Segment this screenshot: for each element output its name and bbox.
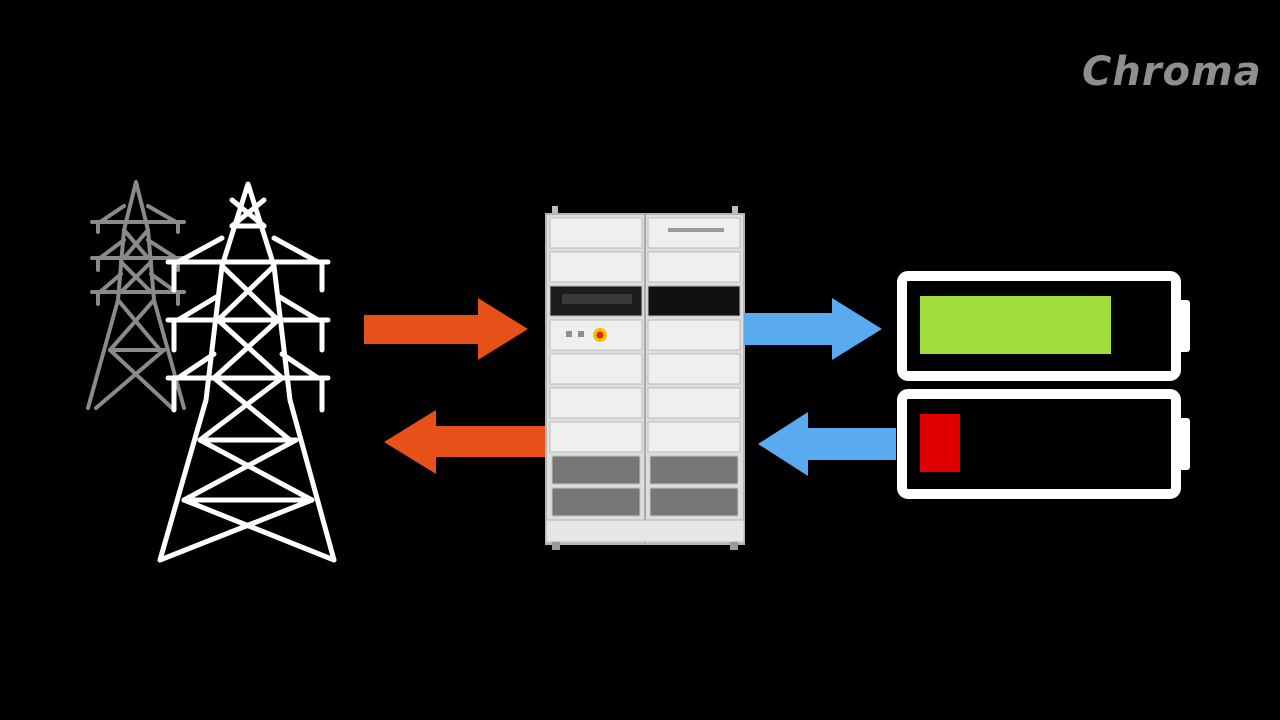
- transmission-tower-back-icon: [86, 180, 186, 410]
- transmission-tower-front-icon: [157, 181, 337, 563]
- chroma-logo: Chroma: [1082, 49, 1262, 95]
- battery-low-icon: [897, 389, 1190, 499]
- converter-to-grid-arrow: [384, 410, 548, 474]
- regenerative-power-cabinet-icon: [545, 206, 745, 550]
- battery-to-converter-arrow: [758, 412, 896, 476]
- converter-to-battery-arrow: [744, 298, 882, 360]
- grid-to-converter-arrow: [364, 298, 528, 360]
- battery-low-level: [920, 414, 960, 472]
- battery-full-level: [920, 296, 1111, 354]
- battery-full-icon: [897, 271, 1190, 381]
